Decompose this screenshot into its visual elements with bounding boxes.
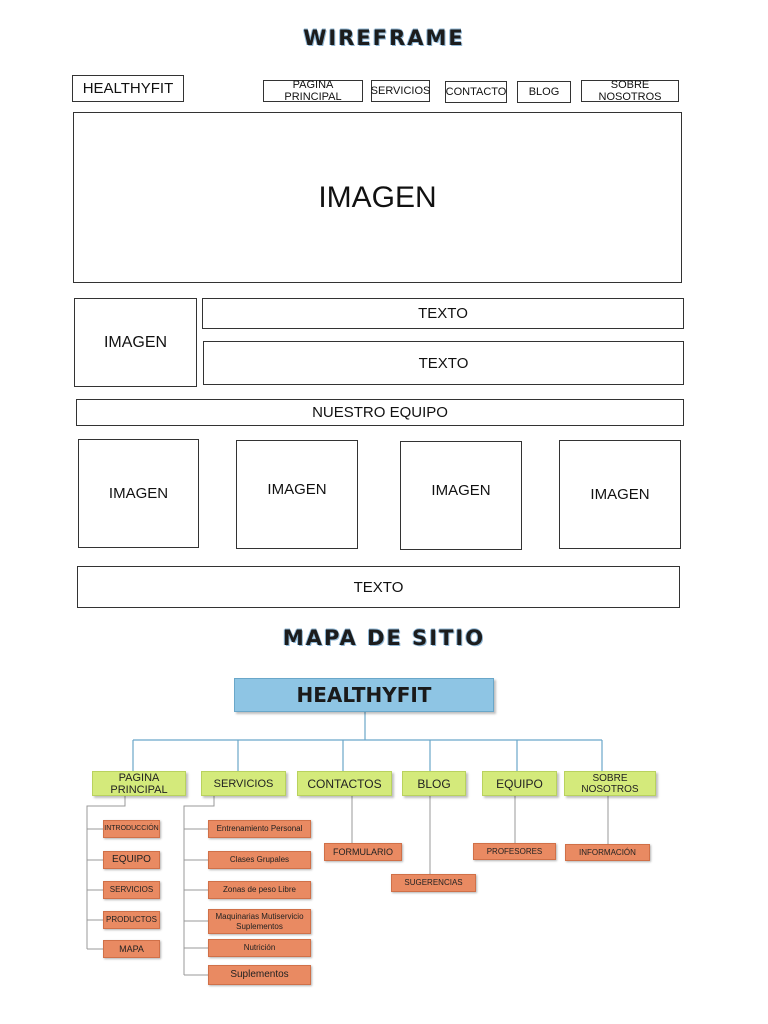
section-label: CONTACTOS [307, 776, 382, 791]
sitemap-section-pagina-principal: PAGINA PRINCIPAL [92, 771, 186, 796]
sitemap-leaf-introduccion: INTRODUCCIÓN [103, 820, 160, 838]
nav-item-pagina-principal[interactable]: PAGINA PRINCIPAL [263, 79, 363, 103]
nav-label: SOBRE NOSOTROS [598, 79, 662, 103]
sitemap-leaf-zonas-peso-libre: Zonas de peso Libre [208, 881, 311, 899]
nav-item-contacto[interactable]: CONTACTO [445, 81, 507, 103]
sitemap-leaf-entrenamiento-personal: Entrenamiento Personal [208, 820, 311, 838]
nav-item-servicios[interactable]: SERVICIOS [371, 80, 430, 102]
nav-label: SERVICIOS [370, 85, 431, 97]
sitemap-leaf-sugerencias: SUGERENCIAS [391, 874, 476, 892]
team-image-2: IMAGEN [236, 440, 358, 549]
team-image-label: IMAGEN [590, 486, 650, 503]
text-block-2: TEXTO [203, 341, 684, 385]
footer-text-block: TEXTO [77, 566, 680, 608]
hero-image-placeholder: IMAGEN [73, 112, 682, 283]
logo-box: HEALTHYFIT [72, 75, 184, 102]
sitemap-leaf-maquinarias: Maquinarias Mutiservicio Suplementos [208, 909, 311, 934]
leaf-label: INTRODUCCIÓN [104, 824, 159, 832]
sitemap-section-equipo: EQUIPO [482, 771, 557, 796]
sitemap-leaf-servicios: SERVICIOS [103, 881, 160, 899]
wireframe-heading: WIREFRAME [303, 26, 465, 50]
section-label: SERVICIOS [213, 777, 274, 790]
sitemap-leaf-profesores: PROFESORES [473, 843, 556, 860]
leaf-label: EQUIPO [112, 854, 151, 866]
leaf-label: Maquinarias Mutiservicio Suplementos [215, 912, 304, 931]
sitemap-leaf-equipo: EQUIPO [103, 851, 160, 869]
sitemap-section-sobre-nosotros: SOBRE NOSOTROS [564, 771, 656, 796]
team-image-label: IMAGEN [431, 482, 491, 499]
side-image-placeholder: IMAGEN [74, 298, 197, 387]
sitemap-section-servicios: SERVICIOS [201, 771, 286, 796]
logo-text: HEALTHYFIT [82, 80, 174, 97]
text-block-1: TEXTO [202, 298, 684, 329]
team-image-label: IMAGEN [267, 481, 327, 498]
hero-label: IMAGEN [318, 180, 437, 214]
nav-item-blog[interactable]: BLOG [517, 81, 571, 103]
nav-item-sobre-nosotros[interactable]: SOBRE NOSOTROS [581, 79, 679, 103]
sitemap-leaf-formulario: FORMULARIO [324, 843, 402, 861]
team-bar-label: NUESTRO EQUIPO [312, 404, 448, 421]
sitemap-leaf-suplementos: Suplementos [208, 965, 311, 985]
sitemap-heading: MAPA DE SITIO [282, 626, 486, 650]
sitemap-leaf-mapa: MAPA [103, 940, 160, 958]
sitemap-leaf-informacion: INFORMACIÓN [565, 844, 650, 861]
sitemap-leaf-productos: PRODUCTOS [103, 911, 160, 929]
section-label: SOBRE NOSOTROS [581, 772, 639, 795]
leaf-label: PRODUCTOS [106, 915, 157, 925]
leaf-label: Zonas de peso Libre [223, 885, 296, 895]
section-label: EQUIPO [496, 776, 543, 791]
team-image-4: IMAGEN [559, 440, 681, 549]
text-block-label: TEXTO [418, 354, 469, 372]
section-label: PAGINA PRINCIPAL [110, 771, 168, 796]
leaf-label: Suplementos [230, 969, 289, 981]
nav-label: BLOG [528, 86, 560, 98]
nav-label: PAGINA PRINCIPAL [284, 79, 342, 103]
text-block-label: TEXTO [418, 305, 468, 322]
team-image-label: IMAGEN [108, 485, 169, 502]
leaf-label: Clases Grupales [229, 855, 290, 865]
leaf-label: Entrenamiento Personal [216, 824, 303, 834]
leaf-label: INFORMACIÓN [579, 847, 636, 857]
leaf-label: MAPA [119, 943, 144, 954]
leaf-label: FORMULARIO [332, 846, 393, 857]
side-image-label: IMAGEN [103, 333, 168, 351]
footer-text-label: TEXTO [353, 578, 404, 596]
sitemap-section-blog: BLOG [402, 771, 466, 796]
team-bar: NUESTRO EQUIPO [76, 399, 684, 426]
sitemap-leaf-clases-grupales: Clases Grupales [208, 851, 311, 869]
leaf-label: SUGERENCIAS [404, 878, 463, 888]
team-image-3: IMAGEN [400, 441, 522, 550]
leaf-label: PROFESORES [486, 846, 543, 856]
sitemap-leaf-nutricion: Nutrición [208, 939, 311, 957]
leaf-label: SERVICIOS [109, 885, 154, 895]
nav-label: CONTACTO [445, 86, 507, 98]
sitemap-root: HEALTHYFIT [234, 678, 494, 712]
sitemap-root-label: HEALTHYFIT [296, 683, 432, 707]
section-label: BLOG [417, 776, 451, 791]
leaf-label: Nutrición [243, 943, 276, 953]
sitemap-section-contactos: CONTACTOS [297, 771, 392, 796]
team-image-1: IMAGEN [78, 439, 199, 548]
